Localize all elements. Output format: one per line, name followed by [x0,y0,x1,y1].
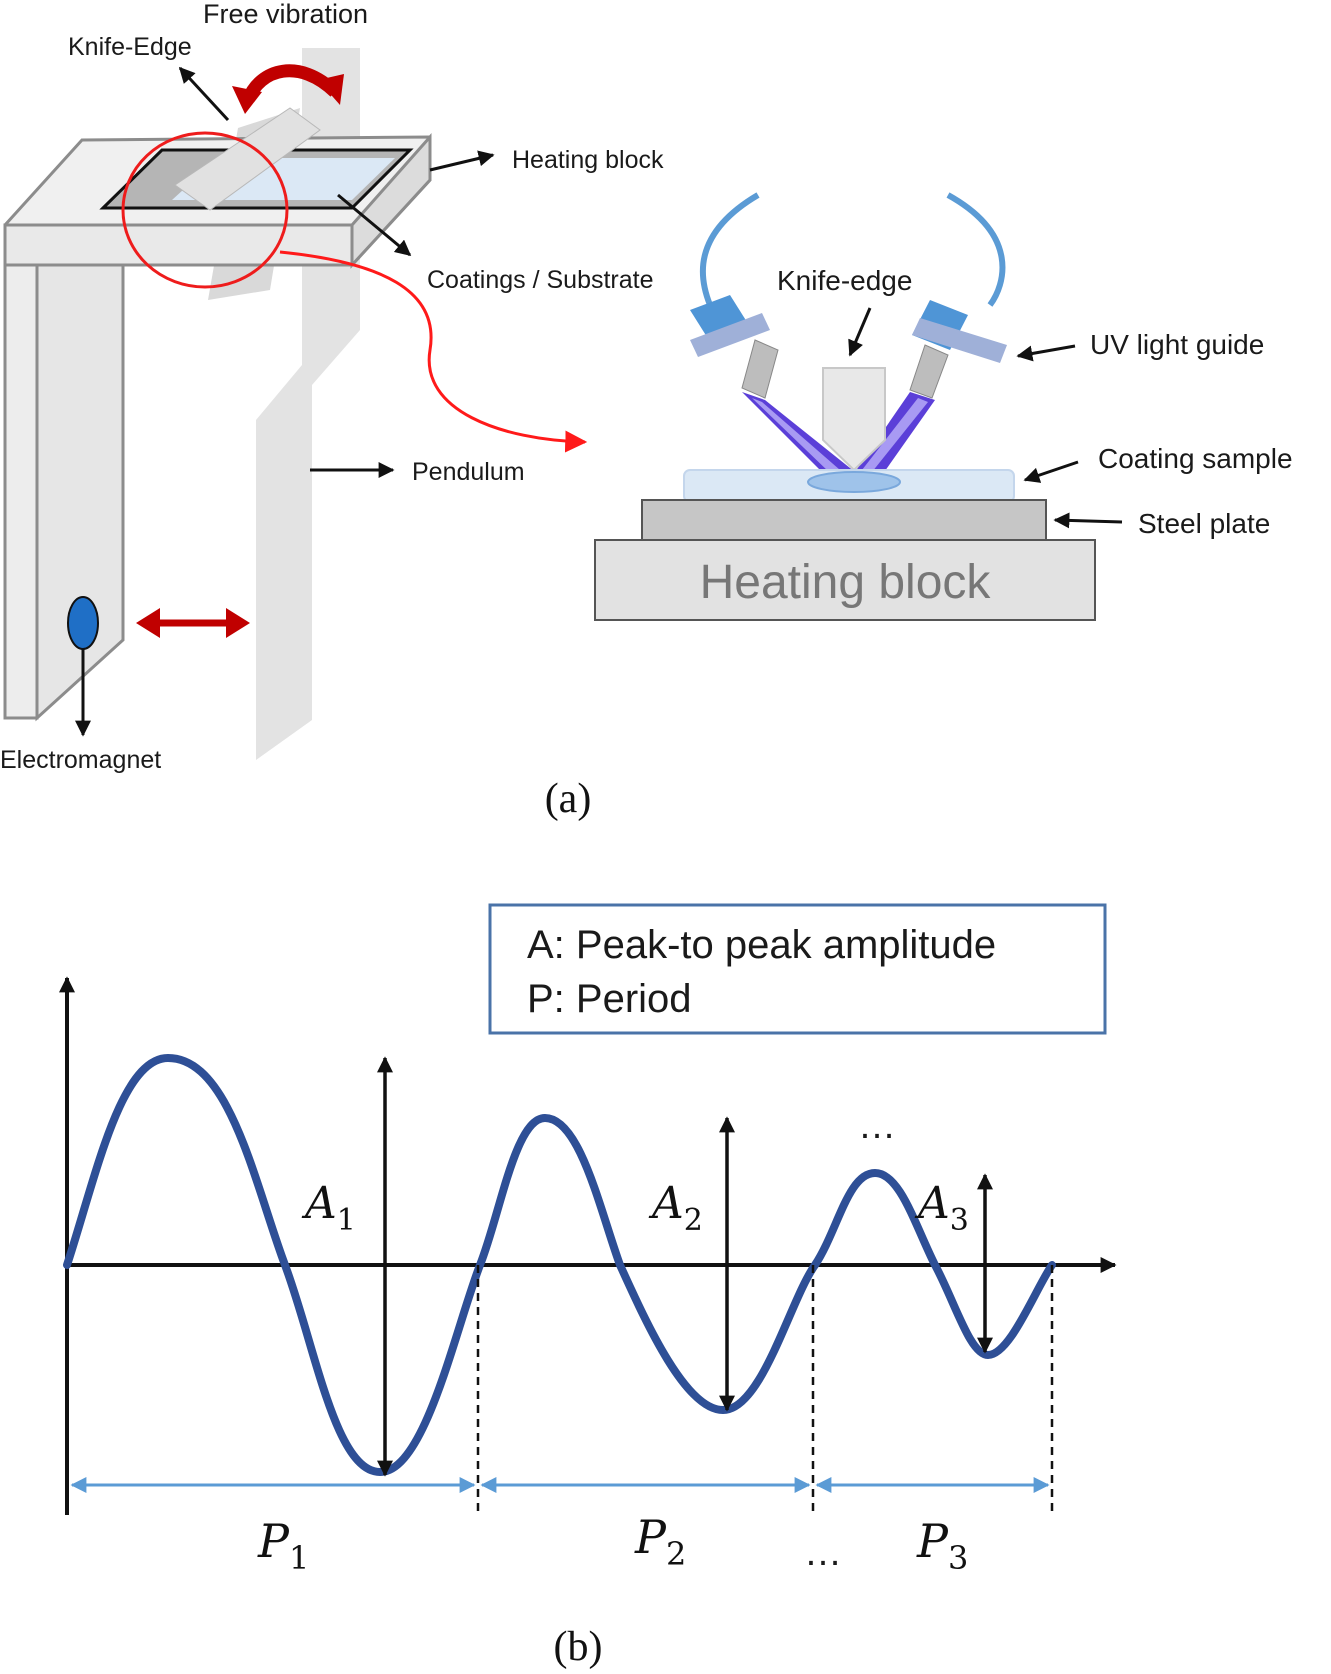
guide-right-body [909,344,949,399]
label-knife-edge: Knife-Edge [68,33,192,61]
damped-wave [63,1053,1056,1477]
knife-edge-tip [822,367,886,472]
uv-cable-left [699,192,760,307]
knife-edge-bar [174,107,321,211]
period-label-2: P2 [634,1510,686,1573]
period-label-3: P3 [916,1514,968,1577]
caption-a: (a) [545,776,592,822]
amplitude-label-2: A2 [648,1178,703,1238]
uv-light-guide-right [855,300,1007,478]
legend-box [488,903,1107,1035]
legend-period: P: Period [527,977,692,1021]
uv-guide-pointer [1016,344,1076,362]
legend-amplitude: A: Peak-to peak amplitude [527,923,996,967]
guide-left-collar [690,313,770,357]
guide-left-body [741,339,779,399]
label-pendulum: Pendulum [412,458,525,486]
label-electromagnet: Electromagnet [0,746,161,774]
label-steel-plate: Steel plate [1138,508,1270,539]
label-heating-block-detail: Heating block [700,556,992,609]
uv-light-guide-left [690,295,855,478]
ellipsis-top: … [858,1105,896,1147]
uv-beam-right-core [862,398,928,472]
guide-right-collar [912,318,1007,363]
support-column-front [3,263,39,720]
contact-zone [807,471,901,493]
knife-edge-detail-pointer [848,307,872,357]
frame-side-face [350,133,432,269]
knife-edge-detail: Knife-edge UV light guide Coating sample… [594,192,1293,621]
label-uv-light-guide: UV light guide [1090,329,1264,360]
zoom-curve-arrow [279,250,588,453]
free-vibration-arrowhead-right [318,74,344,105]
coating-sample-pointer [1023,460,1079,483]
frame-front-face [3,223,354,267]
ellipsis-bottom: … [804,1532,842,1574]
label-coatings-substrate: Coatings / Substrate [427,266,654,294]
caption-b: (b) [554,1624,603,1670]
label-knife-edge-detail: Knife-edge [777,265,912,296]
motion-arrowhead-right [226,608,250,638]
free-vibration-arrowhead-left [232,86,262,114]
zoom-circle [121,131,289,289]
damped-oscillation-panel: A: Peak-to peak amplitude P: Period A1 A… [59,903,1117,1577]
label-heating-block-top: Heating block [512,146,664,174]
coatings-pointer [337,193,412,257]
knife-edge-pointer [178,66,230,122]
label-coating-sample: Coating sample [1098,443,1293,474]
uv-cable-right [946,192,1006,307]
support-column-side [35,263,125,722]
steel-plate-pointer [1053,512,1123,529]
electromagnet [67,596,99,650]
heating-block-base [594,539,1096,621]
steel-plate [641,499,1047,541]
label-free-vibration: Free vibration [203,0,368,29]
pendulum-apparatus: Free vibration Knife-Edge Heating block … [0,0,664,774]
heating-block-pointer [429,150,495,172]
amplitude-label-3: A3 [914,1178,969,1238]
amplitude-label-1: A1 [301,1178,356,1238]
motion-arrowhead-left [136,608,160,638]
uv-beam-left-core [752,398,840,473]
period-label-1: P1 [257,1514,309,1577]
